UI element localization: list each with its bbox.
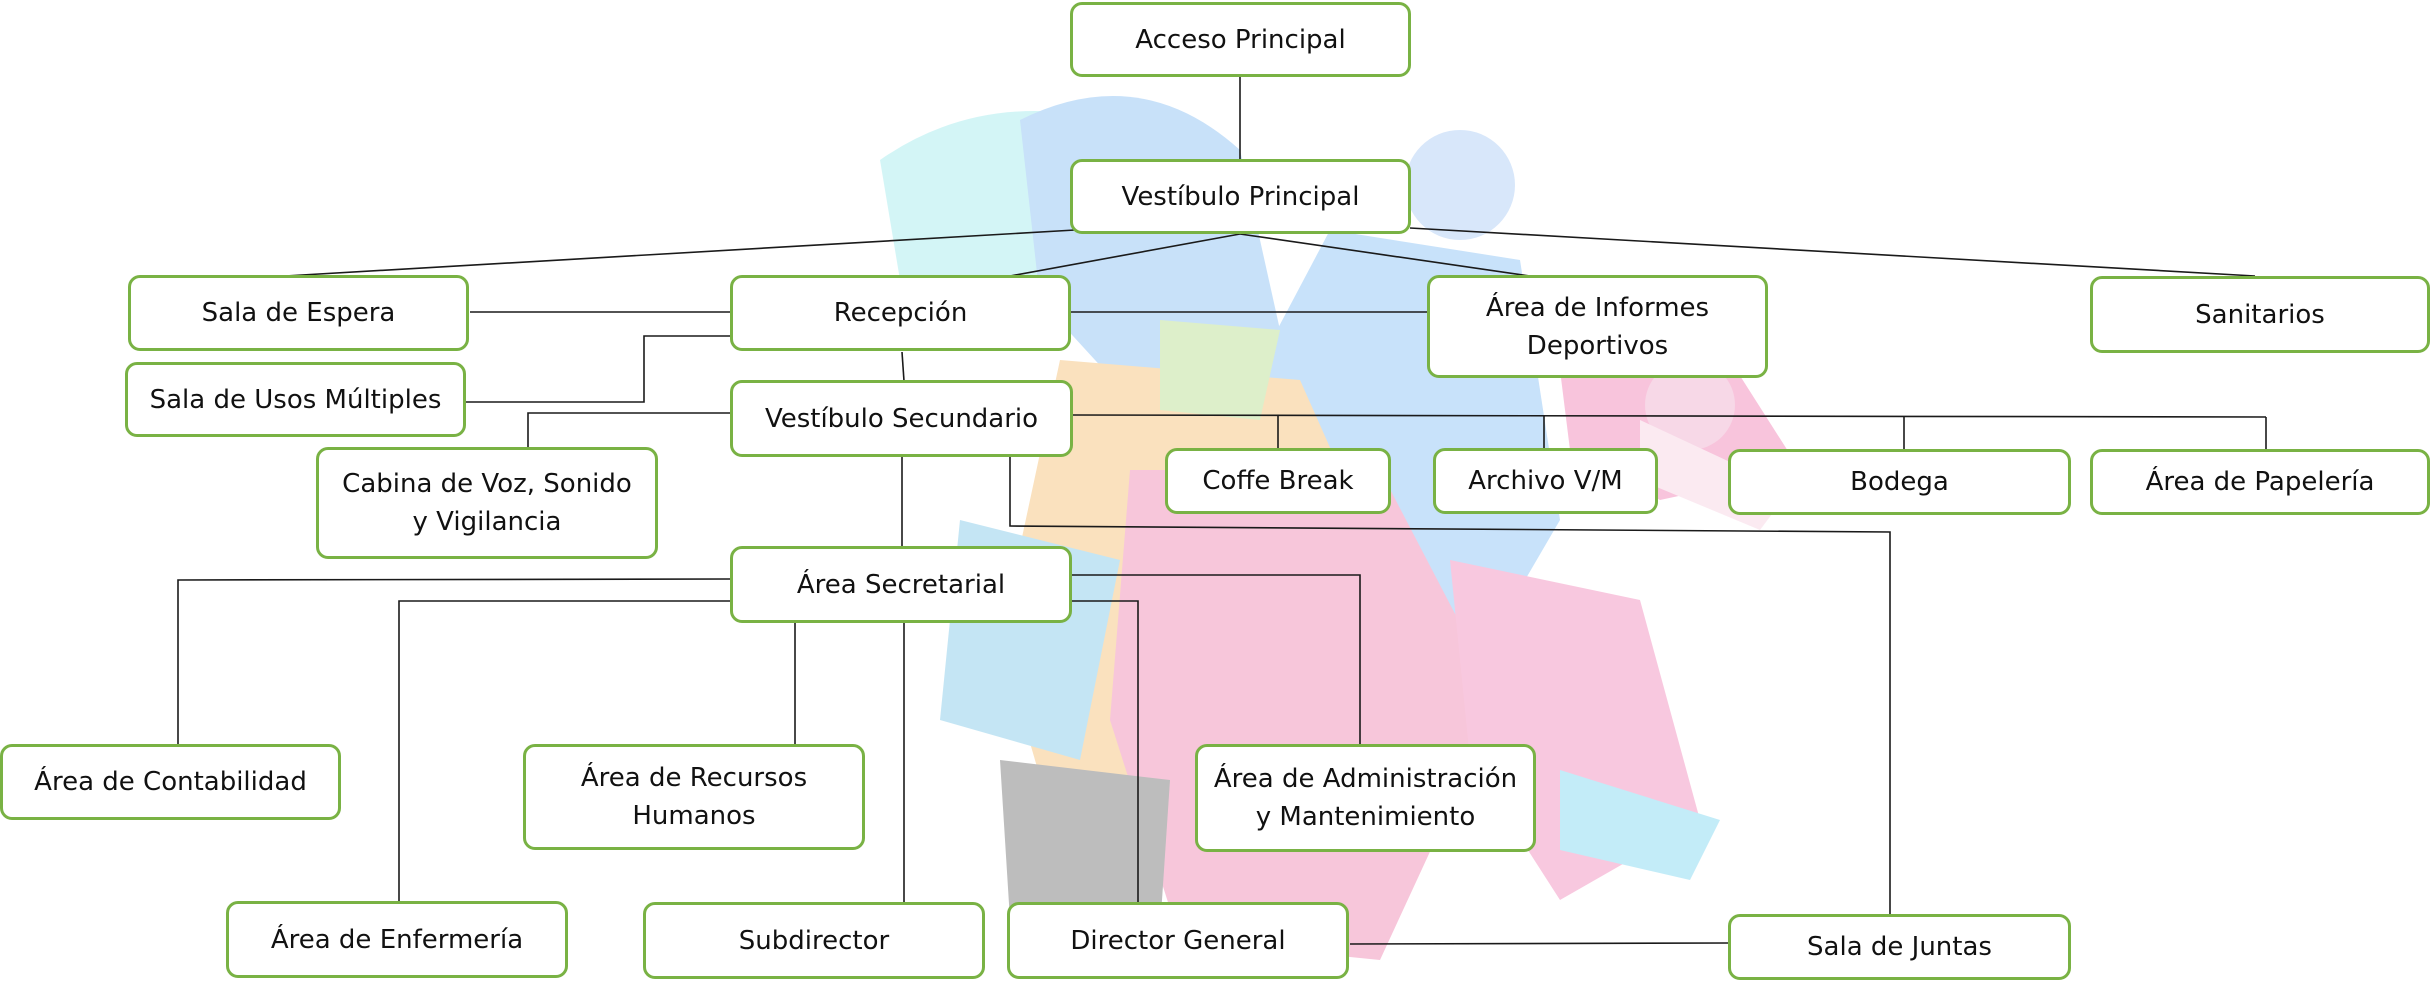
node-informes-deportivos: Área de Informes Deportivos xyxy=(1427,275,1768,378)
node-archivo-vm: Archivo V/M xyxy=(1433,448,1658,514)
node-sala-usos-multiples: Sala de Usos Múltiples xyxy=(125,362,466,437)
node-administracion-mantenimiento: Área de Administración y Mantenimiento xyxy=(1195,744,1536,852)
node-recepcion: Recepción xyxy=(730,275,1071,351)
connector-vestibulo-sanitarios xyxy=(1409,227,2256,277)
connector-director-juntas xyxy=(1349,942,1729,945)
connector-secundario-juntas xyxy=(1009,455,1891,916)
node-area-secretarial: Área Secretarial xyxy=(730,546,1072,623)
connector-secundario-rail xyxy=(1071,414,2267,418)
node-vestibulo-principal: Vestíbulo Principal xyxy=(1070,159,1411,234)
connector-recepcion-usos-multiples xyxy=(466,335,730,403)
node-coffe-break: Coffe Break xyxy=(1165,448,1391,514)
connector-vestibulo-sala-espera xyxy=(284,229,1076,277)
connector-secretarial-administracion xyxy=(1072,574,1361,746)
node-bodega: Bodega xyxy=(1728,449,2071,515)
node-subdirector: Subdirector xyxy=(643,902,985,979)
node-sanitarios: Sanitarios xyxy=(2090,276,2430,353)
node-cabina-voz: Cabina de Voz, Sonido y Vigilancia xyxy=(316,447,658,559)
node-acceso-principal: Acceso Principal xyxy=(1070,2,1411,77)
connector-secretarial-contabilidad xyxy=(177,578,731,746)
node-sala-juntas: Sala de Juntas xyxy=(1728,914,2071,980)
connector-recepcion-vestibulo-secundario xyxy=(901,351,905,382)
node-area-enfermeria: Área de Enfermería xyxy=(226,901,568,978)
node-sala-espera: Sala de Espera xyxy=(128,275,469,351)
node-vestibulo-secundario: Vestíbulo Secundario xyxy=(730,380,1073,457)
connector-secretarial-director xyxy=(1072,600,1139,904)
node-area-papeleria: Área de Papelería xyxy=(2090,449,2430,515)
connector-vestibulo-informes xyxy=(1239,233,1531,277)
node-director-general: Director General xyxy=(1007,902,1349,979)
node-area-contabilidad: Área de Contabilidad xyxy=(0,744,341,820)
connector-vestibulo-secundario-cabina xyxy=(527,412,730,449)
connector-vestibulo-recepcion xyxy=(1009,233,1241,277)
connector-secretarial-enfermeria xyxy=(398,600,730,903)
node-recursos-humanos: Área de Recursos Humanos xyxy=(523,744,865,850)
